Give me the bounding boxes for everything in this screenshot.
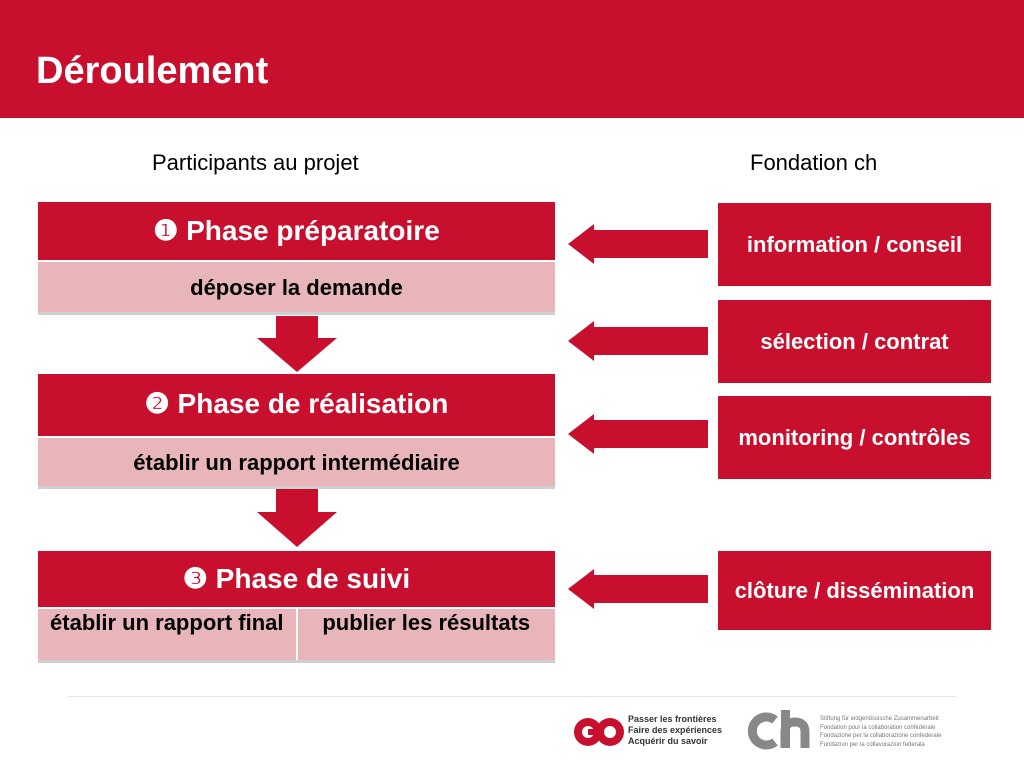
phase-follow-up-tasks: établir un rapport final publier les rés… (38, 607, 555, 663)
phase-preparatory: ❶ Phase préparatoire (38, 202, 555, 260)
column-header-foundation: Fondation ch (750, 150, 878, 175)
foundation-step-selection: sélection / contrat (718, 300, 991, 383)
down-arrow-icon (257, 489, 337, 547)
left-arrow-icon (568, 414, 708, 454)
go-logo (574, 718, 624, 746)
foundation-step-information: information / conseil (718, 203, 991, 286)
left-arrow-icon (568, 224, 708, 264)
ch-logo (747, 710, 810, 750)
column-header-participants: Participants au projet (152, 150, 359, 175)
ch-logo-text: Stiftung für eidgenössische Zusammenarbe… (820, 716, 942, 748)
task-publish-results: publier les résultats (322, 610, 531, 635)
left-arrow-icon (568, 569, 708, 609)
header-bar (0, 0, 1024, 118)
task-submit-request: déposer la demande (38, 260, 555, 315)
page-title: Déroulement (36, 50, 269, 92)
foundation-step-closure: clôture / dissémination (718, 551, 991, 630)
left-arrow-icon (568, 321, 708, 361)
phase-implementation: ❷ Phase de réalisation (38, 374, 555, 436)
phase-follow-up: ❸ Phase de suivi (38, 551, 555, 607)
down-arrow-icon (257, 316, 337, 372)
go-logo-tagline: Passer les frontières Faire des expérien… (628, 714, 723, 746)
task-interim-report: établir un rapport intermédiaire (38, 436, 555, 489)
footer-divider (68, 696, 956, 697)
task-final-report: établir un rapport final (38, 609, 298, 660)
foundation-step-monitoring: monitoring / contrôles (718, 396, 991, 479)
